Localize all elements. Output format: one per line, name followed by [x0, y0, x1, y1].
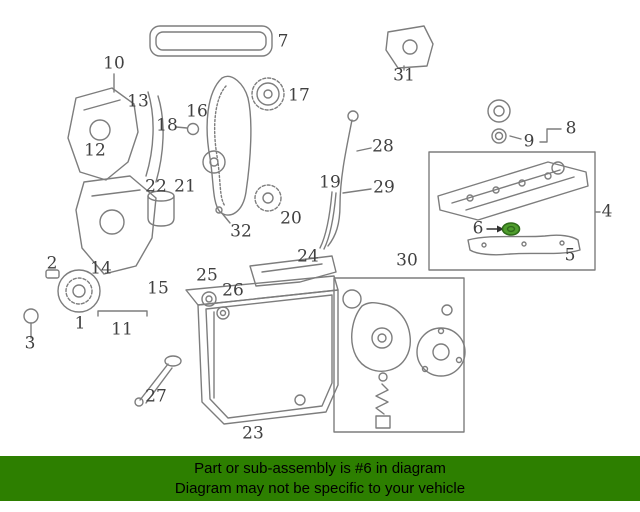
- part-sketch-highlighted-seal: [486, 222, 521, 236]
- diagram-note-banner: Part or sub-assembly is #6 in diagram Di…: [0, 456, 640, 501]
- banner-line2: Diagram may not be specific to your vehi…: [174, 480, 466, 497]
- part-sketch-valve-cover: [437, 161, 589, 221]
- part-callout-20: 20: [280, 208, 302, 229]
- part-callout-29: 29: [373, 177, 395, 198]
- part-sketch-crank-pulley: [57, 269, 101, 313]
- part-sketch-camshaft-sprocket: [251, 77, 285, 111]
- part-callout-3: 3: [24, 333, 36, 354]
- part-callout-26: 26: [222, 280, 244, 301]
- part-callout-28: 28: [372, 136, 394, 157]
- banner-line1: Part or sub-assembly is #6 in diagram: [194, 459, 446, 477]
- part-callout-31: 31: [393, 65, 415, 86]
- part-sketch-valve-cover-gasket-right: [467, 234, 581, 256]
- part-callout-12: 12: [84, 140, 106, 161]
- part-sketch-crank-key: [45, 269, 60, 279]
- part-sketch-sprocket-bolt: [215, 206, 231, 224]
- part-callout-21: 21: [174, 176, 196, 197]
- part-sketch-timing-belt: [206, 75, 252, 216]
- part-callout-22: 22: [145, 176, 167, 197]
- part-sketch-idler-sprocket: [202, 150, 226, 174]
- part-sketch-dipstick: [327, 110, 372, 247]
- part-callout-16: 16: [186, 101, 208, 122]
- callout-bracket-11: [97, 310, 148, 317]
- part-sketch-lower-timing-cover: [75, 175, 157, 275]
- part-sketch-rear-seal-plate: [385, 25, 434, 71]
- part-callout-5: 5: [564, 245, 576, 266]
- part-callout-10: 10: [103, 53, 125, 74]
- part-sketch-valve-cover-gasket-top: [149, 25, 273, 57]
- part-sketch-valve-cover-box: [428, 151, 601, 271]
- part-callout-1: 1: [74, 313, 86, 334]
- part-sketch-oil-pump-assembly: [333, 277, 466, 433]
- part-callout-2: 2: [46, 253, 58, 274]
- part-sketch-oil-pickup-tube: [134, 355, 182, 407]
- part-sketch-tensioner-bolt: [175, 122, 200, 136]
- part-callout-8: 8: [565, 118, 577, 139]
- part-callout-19: 19: [319, 172, 341, 193]
- part-callout-32: 32: [230, 221, 252, 242]
- part-sketch-oil-filler-cap: [487, 99, 562, 144]
- engine-exploded-view-drawing: [23, 25, 601, 433]
- part-sketch-oil-filter: [147, 190, 175, 227]
- part-callout-27: 27: [145, 386, 167, 407]
- part-callout-15: 15: [147, 278, 169, 299]
- part-callout-30: 30: [396, 250, 418, 271]
- part-callout-14: 14: [90, 258, 112, 279]
- part-sketch-upper-timing-cover: [67, 87, 139, 181]
- part-callout-7: 7: [277, 31, 289, 52]
- part-callout-18: 18: [156, 115, 178, 136]
- part-callout-24: 24: [297, 246, 319, 267]
- part-callout-13: 13: [127, 91, 149, 112]
- part-sketch-crank-sprocket: [254, 184, 282, 212]
- part-callout-17: 17: [288, 85, 310, 106]
- part-callout-25: 25: [196, 265, 218, 286]
- part-sketch-dipstick-tube: [319, 191, 337, 250]
- part-sketch-pulley-bolt: [23, 308, 39, 339]
- part-sketch-oil-pan: [185, 275, 339, 425]
- part-callout-9: 9: [523, 131, 535, 152]
- part-callout-23: 23: [242, 423, 264, 444]
- part-callout-6: 6: [472, 218, 484, 239]
- part-callout-4: 4: [601, 201, 613, 222]
- part-callout-11: 11: [111, 319, 133, 340]
